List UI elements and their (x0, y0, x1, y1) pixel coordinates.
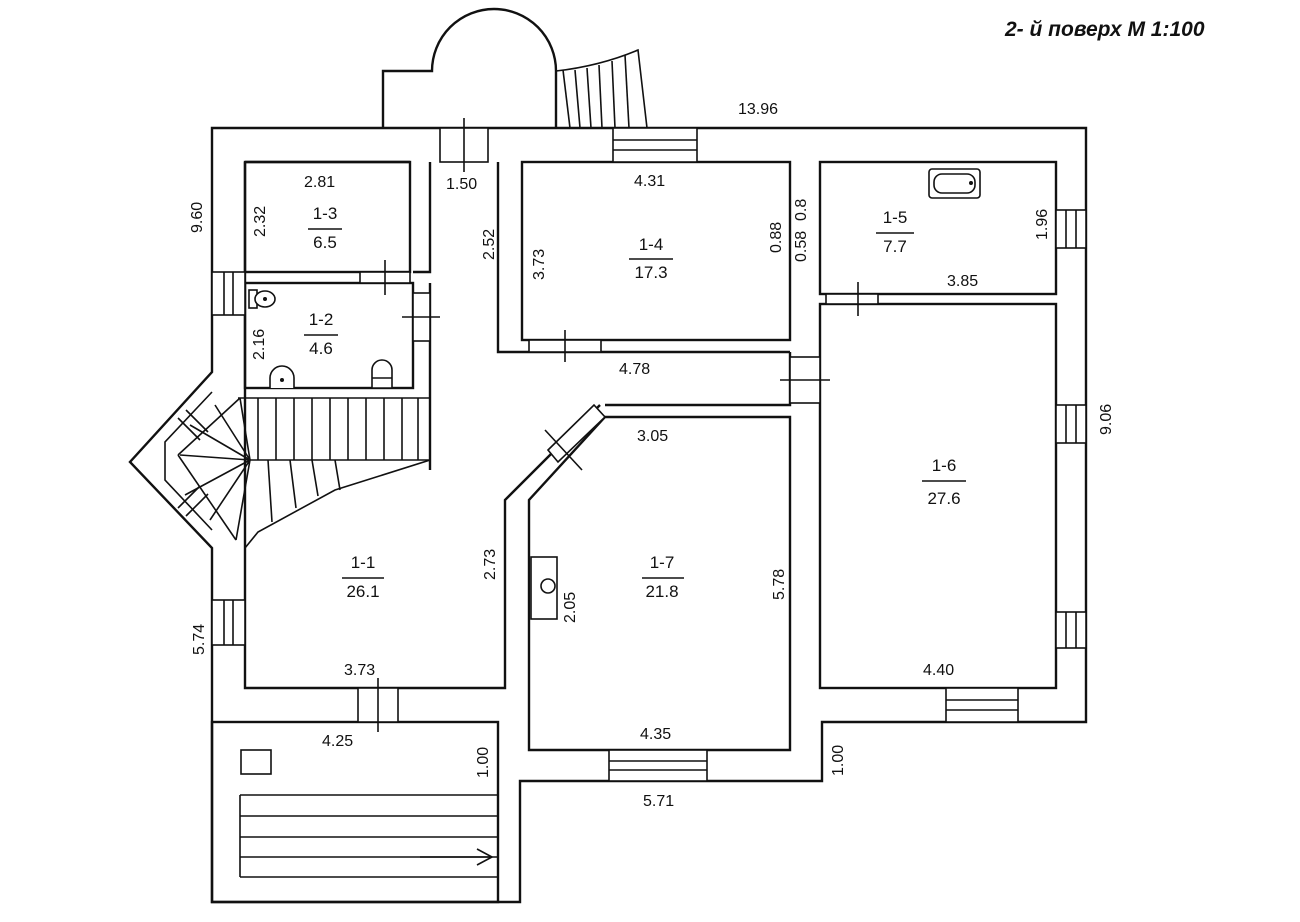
svg-text:6.5: 6.5 (313, 233, 337, 252)
room-label-1-6: 1-6 27.6 (922, 456, 966, 508)
dim-terrace-depth: 1.00 (475, 747, 492, 778)
room-1-6 (818, 302, 1058, 690)
room-label-1-1: 1-1 26.1 (342, 553, 384, 601)
room-labels: 1-3 6.5 1-2 4.6 1-4 17.3 1-5 7.7 1-6 27.… (304, 204, 966, 601)
room-1-5 (818, 160, 1058, 296)
room-1-2 (243, 281, 415, 390)
dim-r17-inner: 2.05 (562, 592, 579, 623)
dim-r15-height: 1.96 (1034, 209, 1051, 240)
staircase (177, 397, 431, 549)
dim-r14-height: 3.73 (531, 249, 548, 280)
room-label-1-5: 1-5 7.7 (876, 208, 914, 256)
dim-r17-height: 5.78 (771, 569, 788, 600)
dim-door-top: 1.50 (446, 176, 477, 193)
room-label-1-3: 1-3 6.5 (308, 204, 342, 252)
entrance-porch (381, 7, 648, 129)
svg-text:4.6: 4.6 (309, 339, 333, 358)
room-1-7 (527, 415, 792, 752)
dim-overall-width: 13.96 (738, 101, 778, 118)
bathtub-icon (928, 168, 981, 199)
terrace (210, 720, 500, 904)
room-label-1-4: 1-4 17.3 (629, 235, 673, 282)
dim-corridor: 2.52 (481, 229, 498, 260)
corridor-walls (413, 162, 792, 470)
dim-r17-top: 3.05 (637, 428, 668, 445)
toilet-icon (248, 289, 276, 309)
dim-terrace-width: 4.25 (322, 733, 353, 750)
svg-text:1-2: 1-2 (309, 310, 334, 329)
plan-title: 2- й поверх М 1:100 (1004, 18, 1205, 41)
dim-hall-width: 4.78 (619, 361, 650, 378)
dim-r11-wall: 2.73 (482, 549, 499, 580)
dim-left-upper: 9.60 (189, 202, 206, 233)
outer-walls (128, 126, 1088, 904)
room-label-1-7: 1-7 21.8 (642, 553, 684, 601)
dim-r16-width: 4.40 (923, 662, 954, 679)
room-1-3 (243, 160, 412, 274)
svg-text:26.1: 26.1 (346, 582, 379, 601)
bidet-icon (371, 359, 393, 389)
dim-r13-height: 2.32 (252, 206, 269, 237)
svg-text:21.8: 21.8 (645, 582, 678, 601)
dim-r14-small2: 0.58 (793, 231, 810, 262)
svg-text:7.7: 7.7 (883, 237, 907, 256)
fireplace-icon (530, 556, 558, 620)
svg-text:1-7: 1-7 (650, 553, 675, 572)
room-label-1-2: 1-2 4.6 (304, 310, 338, 358)
svg-text:1-1: 1-1 (351, 553, 376, 572)
dim-right-offset: 1.00 (830, 745, 847, 776)
dim-r13-width: 2.81 (304, 174, 335, 191)
washbasin-icon (269, 365, 295, 388)
bay-window (164, 391, 213, 531)
svg-text:1-6: 1-6 (932, 456, 957, 475)
dim-r12-height: 2.16 (251, 329, 268, 360)
dim-r14-width: 4.31 (634, 173, 665, 190)
dim-r14-small1: 0.88 (768, 222, 785, 253)
dim-left-lower: 5.74 (191, 624, 208, 655)
dimension-labels: 13.96 9.60 5.74 9.06 2.81 2.32 1.50 2.52… (189, 101, 1115, 810)
dim-r15-width: 3.85 (947, 273, 978, 290)
dim-r11-width: 3.73 (344, 662, 375, 679)
dim-bottom-width: 5.71 (643, 793, 674, 810)
svg-text:1-5: 1-5 (883, 208, 908, 227)
dim-right-height: 9.06 (1098, 404, 1115, 435)
svg-text:17.3: 17.3 (634, 263, 667, 282)
doors (357, 118, 879, 732)
room-1-1 (243, 404, 601, 690)
svg-text:27.6: 27.6 (927, 489, 960, 508)
windows (211, 127, 1087, 782)
dim-r14-small3: 0.8 (793, 199, 810, 221)
dim-r17-width: 4.35 (640, 726, 671, 743)
svg-text:1-3: 1-3 (313, 204, 338, 223)
svg-text:1-4: 1-4 (639, 235, 664, 254)
